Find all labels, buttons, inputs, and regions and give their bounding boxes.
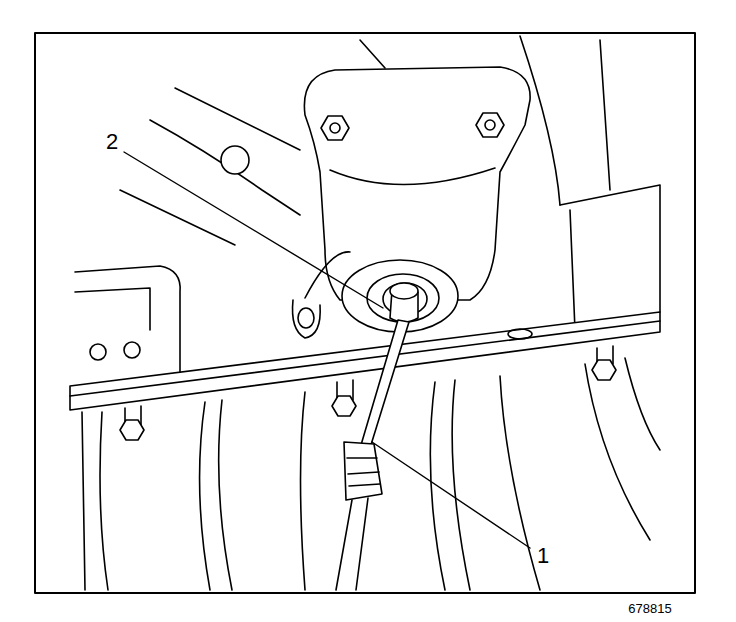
leader-line: [124, 152, 530, 548]
flange-rail: [70, 312, 660, 410]
frame: [35, 33, 695, 593]
engine-block: [120, 36, 660, 342]
sensor-cable: [336, 283, 418, 590]
callout-number: 2: [106, 131, 118, 153]
callout-number: 1: [537, 545, 549, 567]
figure-number: 678815: [628, 602, 671, 615]
mount-bracket: [293, 67, 531, 338]
oil-pan: [82, 358, 660, 590]
